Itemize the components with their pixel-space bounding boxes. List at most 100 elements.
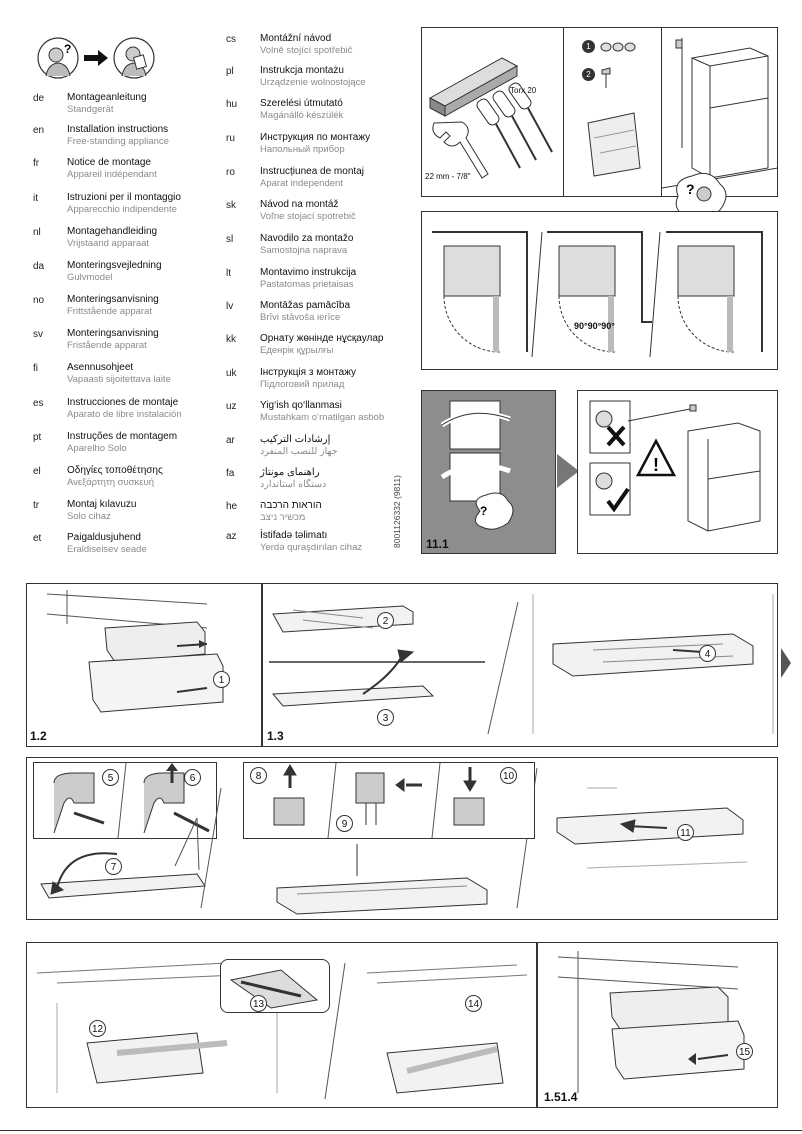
language-title: Montagehandleiding: [67, 226, 158, 237]
clip-release-diagram: [53, 762, 210, 839]
language-title: Montaj kılavuzu: [67, 499, 137, 510]
wooden-spacer-icon: [428, 57, 553, 179]
language-code: fr: [33, 158, 40, 169]
figure-label-1-51-4: 1.51.4: [544, 1090, 578, 1104]
language-subtitle: Solo cihaz: [67, 511, 111, 522]
door-swap-diagram: ?: [440, 400, 514, 530]
language-code: pt: [33, 432, 42, 443]
language-code: sl: [226, 234, 234, 245]
language-code: de: [33, 93, 45, 104]
cross-icon: [606, 425, 626, 447]
language-code: en: [33, 125, 45, 136]
language-title: Monteringsanvisning: [67, 294, 159, 305]
unplug-warning-diagram: !: [589, 400, 761, 532]
language-title: إرشادات التركيب: [260, 434, 331, 445]
language-code: fa: [226, 468, 235, 479]
language-title: Szerelési útmutató: [260, 98, 343, 109]
language-subtitle: Brīvi stāvoša ierīce: [260, 312, 341, 323]
rail-clip-zoom-diagram: [229, 969, 319, 1009]
svg-text:?: ?: [480, 504, 487, 518]
language-code: az: [226, 531, 237, 542]
language-title: Instrukcja montażu: [260, 65, 344, 76]
warning-triangle-icon: [635, 438, 677, 477]
language-title: Yig‘ish qo‘llanmasi: [260, 400, 342, 411]
language-subtitle: Voľne stojací spotrebič: [260, 211, 356, 222]
zoom-box-8-10: 8 9 10: [243, 762, 535, 839]
clip-mount-diagram: [273, 762, 485, 839]
step-7-marker: 7: [105, 858, 122, 875]
language-title: הוראות הרכבה: [260, 500, 322, 511]
language-title: Paigaldusjuhend: [67, 532, 141, 543]
language-code: sk: [226, 200, 236, 211]
language-title: Installation instructions: [67, 124, 169, 135]
torx-label: Torx 20: [510, 86, 537, 95]
step-12-marker: 12: [89, 1020, 106, 1037]
zoom-box-5-6: 5 6: [33, 762, 217, 839]
figure-label-1-2: 1.2: [30, 729, 47, 743]
tools-panel: Torx 20 22 mm - 7/8": [421, 27, 564, 197]
figure-1-51-4-panel: 15 1.51.4: [537, 942, 778, 1108]
step-6-marker: 6: [184, 769, 201, 786]
rail-install-diagram: [36, 962, 528, 1100]
language-title: Notice de montage: [67, 157, 151, 168]
rail-install-panel: 12 13 14: [26, 942, 537, 1108]
language-subtitle: Fristående apparat: [67, 340, 147, 351]
language-subtitle: Aparelho Solo: [67, 443, 127, 454]
language-title: Instrucciones de montaje: [67, 397, 179, 408]
figure-label-1-3: 1.3: [267, 729, 284, 743]
language-code: uz: [226, 401, 237, 412]
language-code: nl: [33, 227, 41, 238]
language-code: fi: [33, 363, 38, 374]
language-code: pl: [226, 66, 234, 77]
language-subtitle: Gulvmodel: [67, 272, 113, 283]
language-code: ru: [226, 133, 235, 144]
language-title: Instrucțiunea de montaj: [260, 166, 364, 177]
language-code: it: [33, 193, 38, 204]
language-title: Asennusohjeet: [67, 362, 134, 373]
language-title: Орнату жөнінде нұсқаулар: [260, 333, 384, 344]
language-title: Montážní návod: [260, 33, 332, 44]
reading-person-icon: [113, 37, 155, 79]
step-2-marker: 2: [377, 612, 394, 629]
language-subtitle: Напольный прибор: [260, 144, 345, 155]
step-5-marker: 5: [102, 769, 119, 786]
language-title: Navodilo za montažo: [260, 233, 354, 244]
language-subtitle: Apparecchio indipendente: [67, 204, 177, 215]
language-code: da: [33, 261, 45, 272]
placement-panel: 90°90°90°: [421, 211, 778, 370]
step-1-marker: 1: [213, 671, 230, 688]
document-number: 8001126332 (9811): [392, 475, 402, 548]
step-1-badge: 1: [582, 40, 595, 53]
language-code: kk: [226, 334, 236, 345]
arrow-right-icon: [557, 454, 579, 488]
step-15-marker: 15: [736, 1043, 753, 1060]
drawer-insert-diagram: [557, 951, 745, 1093]
language-subtitle: Vapaasti sijoitettava laite: [67, 374, 171, 385]
step-10-marker: 10: [500, 767, 517, 784]
language-subtitle: Підлоговий прилад: [260, 379, 345, 390]
language-code: cs: [226, 34, 236, 45]
language-subtitle: Pastatomas prietaisas: [260, 279, 354, 290]
checkmark-icon: [606, 487, 630, 513]
language-code: lv: [226, 301, 234, 312]
language-subtitle: Urządzenie wolnostojące: [260, 77, 366, 88]
wrench-icon: [432, 121, 489, 179]
language-code: es: [33, 398, 44, 409]
language-code: he: [226, 501, 238, 512]
language-title: Инструкция по монтажу: [260, 132, 371, 143]
language-code: lt: [226, 268, 231, 279]
language-code: el: [33, 466, 41, 477]
wrench-size-label: 22 mm - 7/8": [425, 172, 471, 181]
continue-arrow-icon: [781, 648, 791, 678]
confused-person-icon: ?: [37, 37, 79, 79]
language-code: no: [33, 295, 45, 306]
language-subtitle: Frittstående apparat: [67, 306, 153, 317]
language-title: Istruzioni per il montaggio: [67, 192, 181, 203]
figure-1-3-panel: 2 3 4 1.3: [262, 583, 778, 747]
rail-removal-panel: 5 6 7: [26, 757, 778, 920]
svg-text:?: ?: [64, 42, 71, 56]
rail-assembly-diagram: [40, 767, 748, 915]
language-subtitle: Magánálló készülék: [260, 110, 344, 121]
fridge-wall-panel: [662, 27, 778, 197]
language-title: راهنمای مونتاژ: [260, 467, 320, 478]
